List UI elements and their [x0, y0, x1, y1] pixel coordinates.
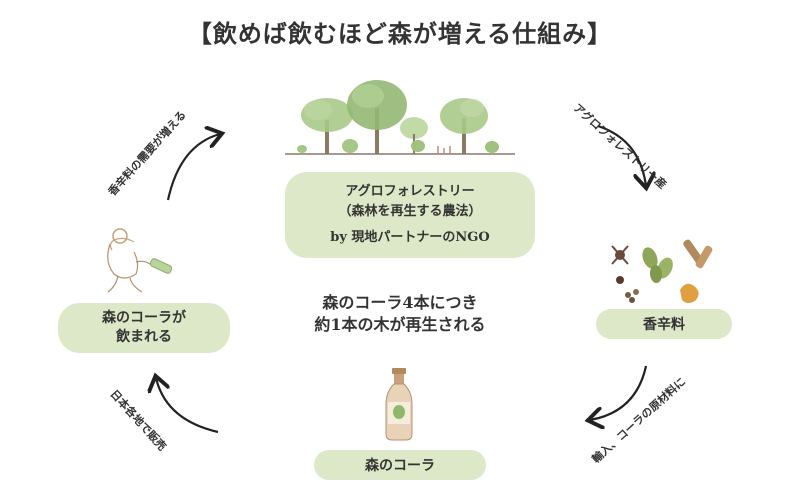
agroforestry-line2: （森林を再生する農法） — [338, 204, 482, 219]
page-title: 【飲めば飲むほど森が増える仕組み】 — [187, 19, 613, 48]
spices-illustration — [611, 239, 713, 303]
arrow-top-right — [597, 124, 646, 186]
agroforestry-node: アグロフォレストリー （森林を再生する農法） by 現地パートナーのNGO — [285, 172, 535, 258]
center-line2: 約1本の木が再生される — [314, 315, 486, 334]
bottle-illustration — [385, 368, 413, 441]
spice-node: 香辛料 — [596, 309, 732, 339]
arrow-top-left — [166, 134, 220, 201]
cola-node: 森のコーラ — [314, 450, 486, 480]
agroforestry-line3: by 現地パートナーのNGO — [330, 230, 490, 245]
drink-node: 森のコーラが 飲まれる — [58, 303, 230, 353]
center-line1: 森のコーラ4本につき — [322, 293, 478, 312]
center-message: 森のコーラ4本につき 約1本の木が再生される — [250, 292, 550, 336]
arrow-bottom-left — [156, 378, 219, 434]
drink-line1: 森のコーラが — [102, 310, 186, 326]
drink-line2: 飲まれる — [116, 329, 172, 345]
agroforestry-line1: アグロフォレストリー — [345, 184, 475, 199]
woman-drinking-illustration — [107, 228, 173, 293]
trees-illustration — [285, 80, 515, 155]
arrow-bottom-right — [590, 365, 648, 420]
